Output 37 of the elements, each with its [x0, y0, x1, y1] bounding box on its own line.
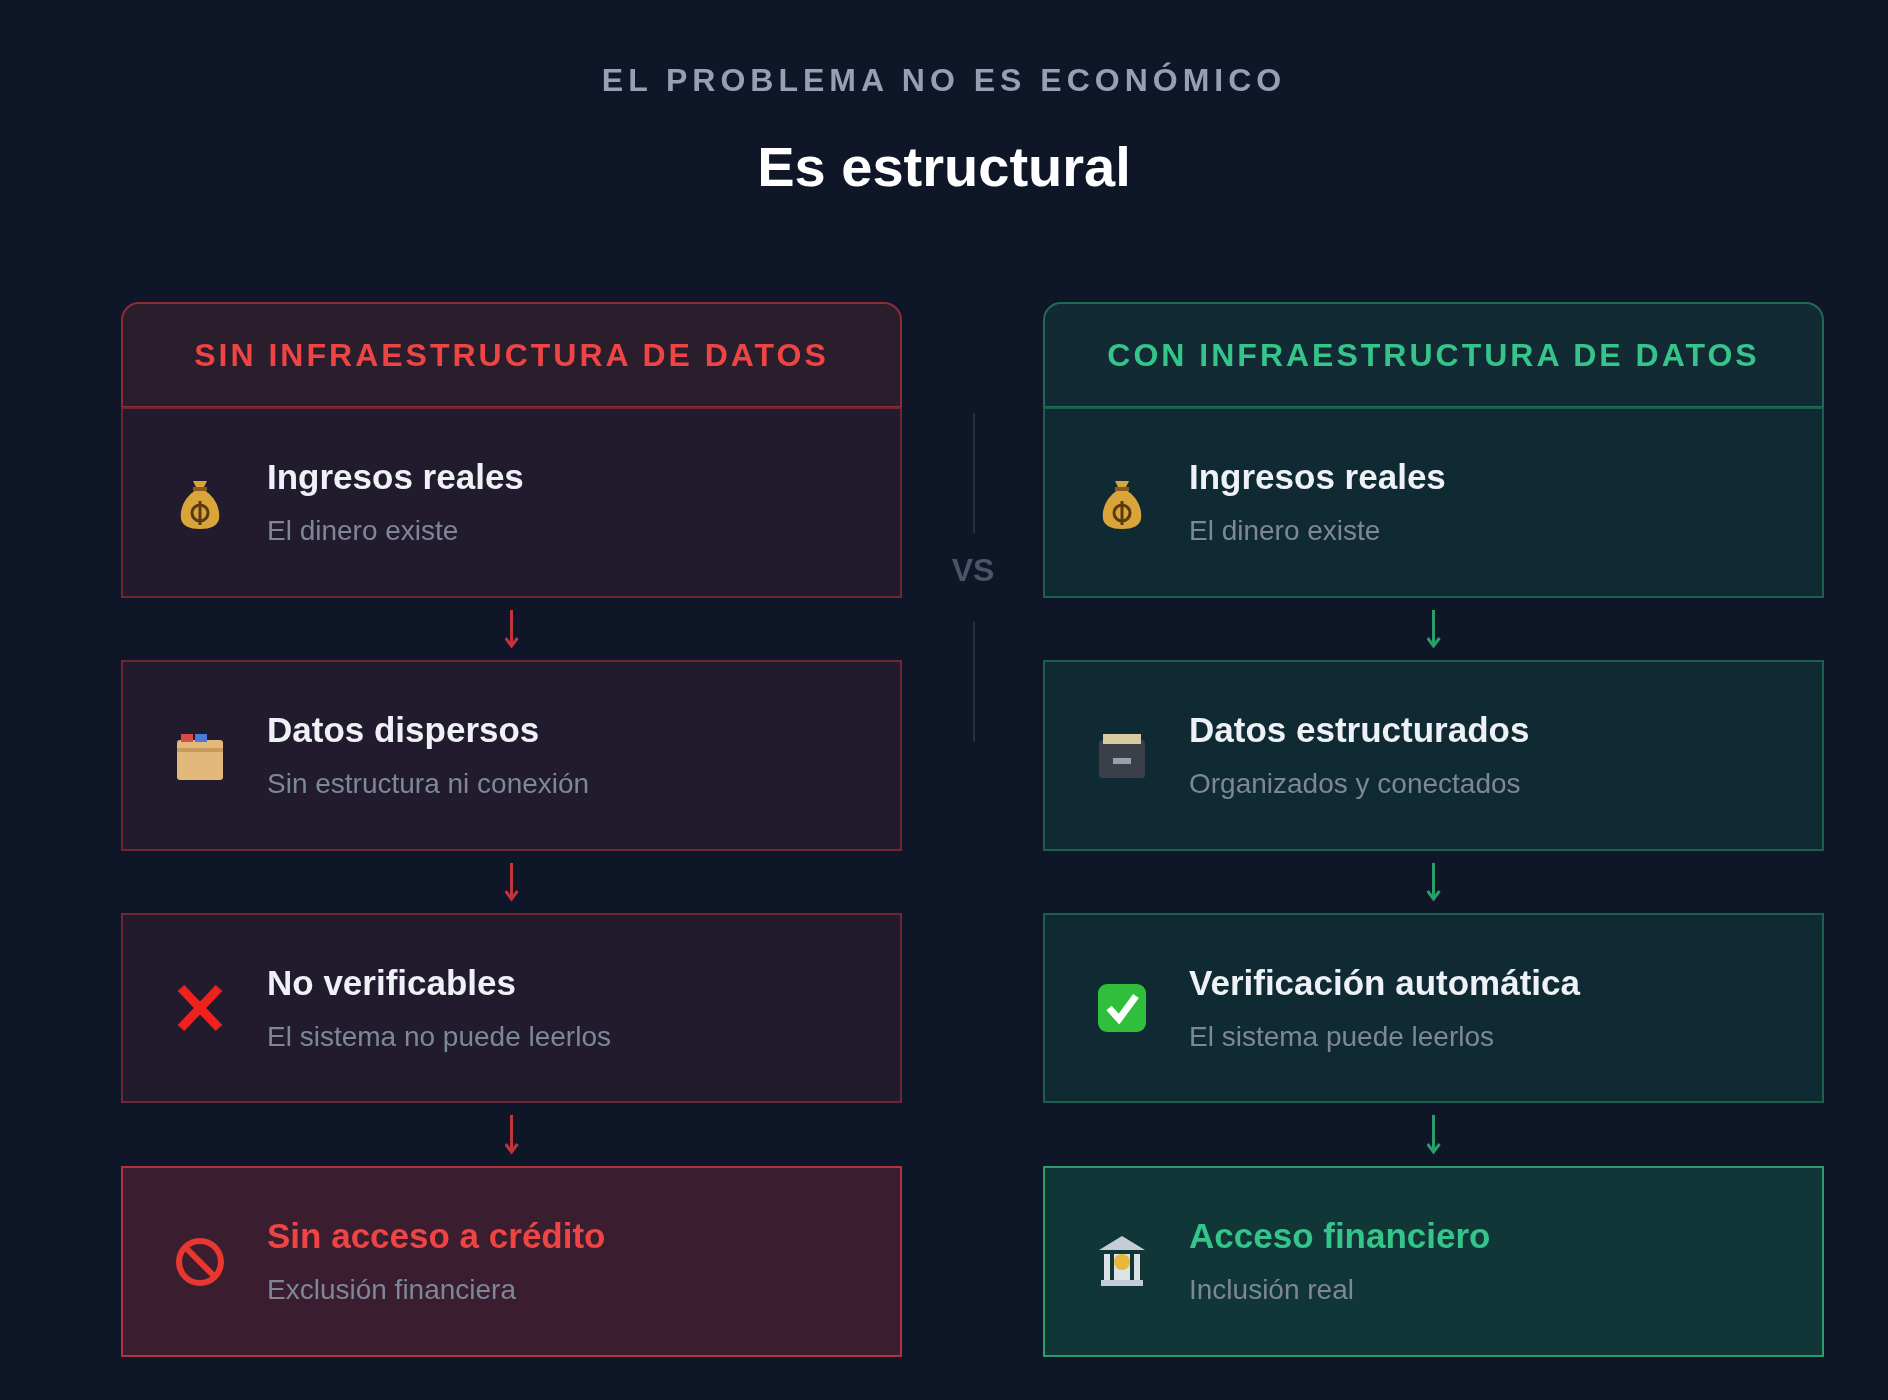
- step-box: [1043, 913, 1824, 1103]
- arrow: [504, 863, 519, 901]
- panel-header: [1043, 302, 1824, 408]
- step-description: El dinero existe: [267, 515, 459, 547]
- versus-label: VS: [950, 552, 996, 589]
- step-title: No verificables: [267, 963, 516, 1003]
- panel-header: [121, 302, 902, 408]
- step-description: Inclusión real: [1189, 1274, 1354, 1306]
- step-description: Sin estructura ni conexión: [267, 768, 590, 800]
- step-title: Acceso financiero: [1189, 1216, 1491, 1256]
- panel-heading: SIN INFRAESTRUCTURA DE DATOS: [194, 336, 829, 374]
- step-title: Ingresos reales: [267, 457, 524, 497]
- step-title: Ingresos reales: [1189, 457, 1446, 497]
- step-box: [1043, 407, 1824, 598]
- step-description: El sistema no puede leerlos: [267, 1021, 611, 1053]
- step-box: [121, 913, 902, 1103]
- kicker-heading: EL PROBLEMA NO ES ECONÓMICO: [601, 62, 1287, 99]
- step-title: Datos dispersos: [267, 710, 540, 750]
- step-description: El dinero existe: [1189, 515, 1381, 547]
- step-description: El sistema puede leerlos: [1189, 1021, 1495, 1053]
- arrow: [1426, 1115, 1441, 1154]
- outcome-box: [1043, 1166, 1824, 1357]
- arrow: [1426, 610, 1441, 648]
- step-box: [121, 407, 902, 598]
- step-description: Organizados y conectados: [1189, 768, 1521, 800]
- step-box: [121, 660, 902, 851]
- arrow: [1426, 863, 1441, 901]
- step-title: Verificación automática: [1189, 963, 1580, 1003]
- step-description: Exclusión financiera: [267, 1274, 517, 1306]
- step-box: [1043, 660, 1824, 851]
- title: Es estructural: [757, 134, 1131, 199]
- outcome-box: [121, 1166, 902, 1357]
- arrow: [504, 1115, 519, 1154]
- arrow: [504, 610, 519, 648]
- panel-heading: CON INFRAESTRUCTURA DE DATOS: [1107, 336, 1760, 374]
- step-title: Sin acceso a crédito: [267, 1216, 606, 1256]
- step-title: Datos estructurados: [1189, 710, 1530, 750]
